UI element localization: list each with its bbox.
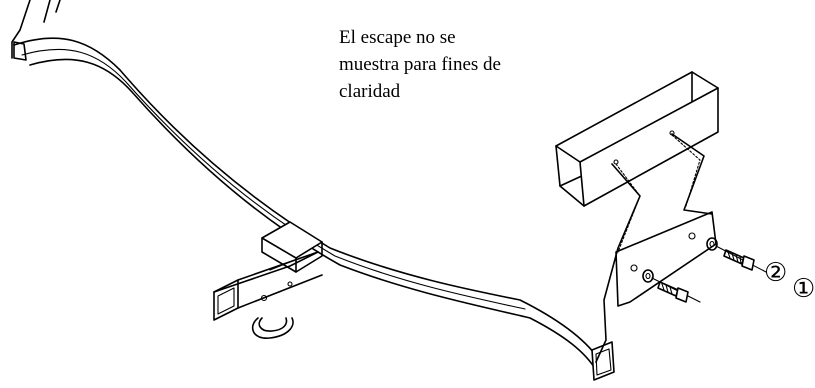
bolt-hardware — [642, 237, 767, 303]
callout-2: ② — [764, 258, 788, 288]
exhaust-note: El escape no se muestra para fines de cl… — [339, 24, 599, 105]
callout-1: ① — [792, 274, 815, 304]
note-line-2: muestra para fines de — [339, 54, 501, 75]
left-side-bracket — [11, 0, 61, 61]
receiver-tube — [213, 221, 323, 339]
note-line-3: claridad — [339, 81, 401, 102]
note-line-1: El escape no se — [339, 27, 456, 48]
right-side-bracket — [595, 133, 717, 363]
heat-shield-channel — [555, 71, 719, 253]
